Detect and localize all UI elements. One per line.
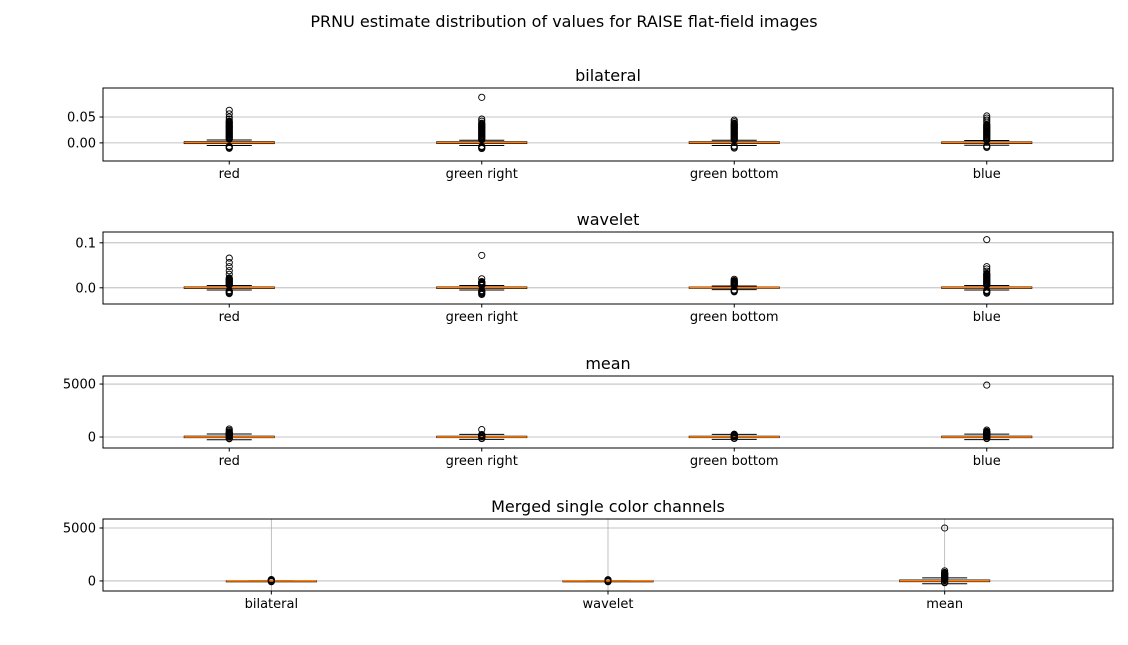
x-category-label: blue — [973, 454, 1001, 469]
flier-point — [730, 142, 738, 150]
flier-point — [225, 113, 233, 121]
y-tick-label: 0 — [88, 430, 96, 445]
figure-title: PRNU estimate distribution of values for… — [310, 12, 817, 31]
flier-point — [478, 142, 486, 150]
flier-point — [983, 426, 991, 434]
axes-frame — [102, 375, 1114, 449]
subplot-1: 0.0 0.1 red green right green bottom blue — [75, 231, 1114, 325]
axes-frame — [102, 518, 1114, 592]
subplot-3: 0 5000 bilateral wavelet mean — [63, 518, 1114, 612]
x-category-label: green bottom — [690, 167, 779, 182]
flier-point — [225, 270, 233, 278]
flier-point — [730, 275, 738, 283]
flier-point — [941, 524, 949, 532]
flier-point — [225, 267, 233, 275]
flier-point — [478, 431, 486, 439]
x-category-label: green right — [446, 310, 518, 325]
flier-point — [983, 116, 991, 124]
x-category-label: red — [219, 167, 240, 182]
flier-point — [225, 274, 233, 282]
flier-point — [983, 265, 991, 273]
x-category-label: green bottom — [690, 454, 779, 469]
flier-point — [478, 119, 486, 127]
axes-frame — [102, 87, 1114, 162]
y-tick-label: 0.05 — [67, 110, 96, 125]
subplot-title-merged: Merged single color channels — [491, 497, 725, 516]
y-tick-label: 0.1 — [75, 236, 96, 251]
subplot-title-bilateral: bilateral — [575, 66, 641, 85]
flier-point — [478, 115, 486, 123]
subplot-title-mean: mean — [585, 354, 630, 373]
flier-point — [225, 142, 233, 150]
flier-point — [225, 106, 233, 114]
flier-point — [267, 576, 275, 584]
flier-point — [225, 115, 233, 123]
flier-point — [983, 112, 991, 120]
subplot-0: 0.00 0.05 red green right green bottom blue — [67, 87, 1114, 182]
flier-point — [730, 116, 738, 124]
x-category-label: red — [219, 310, 240, 325]
y-tick-label: 5000 — [63, 378, 96, 393]
flier-point — [983, 381, 991, 389]
flier-point — [730, 286, 738, 294]
flier-point — [478, 286, 486, 295]
flier-point — [983, 142, 991, 150]
x-category-label: red — [219, 454, 240, 469]
x-category-label: green bottom — [690, 310, 779, 325]
flier-point — [730, 430, 738, 438]
x-category-label: wavelet — [583, 597, 634, 612]
flier-point — [983, 236, 991, 244]
flier-point — [225, 286, 233, 295]
flier-point — [267, 577, 275, 585]
flier-point — [478, 434, 486, 442]
flier-point — [983, 114, 991, 122]
x-category-label: bilateral — [245, 597, 298, 612]
axes-frame — [102, 231, 1114, 305]
subplot-2: 0 5000 red green right green bottom blue — [63, 375, 1114, 469]
flier-point — [983, 434, 991, 442]
flier-point — [478, 426, 486, 434]
flier-point — [225, 110, 233, 118]
x-category-label: green right — [446, 454, 518, 469]
flier-point — [225, 254, 233, 262]
y-tick-label: 0.00 — [67, 136, 96, 151]
flier-point — [225, 263, 233, 271]
flier-point — [983, 263, 991, 271]
flier-point — [941, 567, 949, 575]
flier-point — [225, 259, 233, 267]
flier-point — [478, 277, 486, 286]
flier-point — [730, 434, 738, 442]
flier-point — [478, 93, 486, 101]
x-category-label: blue — [973, 167, 1001, 182]
flier-point — [983, 269, 991, 277]
flier-point — [604, 577, 612, 585]
x-category-label: green right — [446, 167, 518, 182]
flier-point — [941, 578, 949, 586]
flier-point — [983, 267, 991, 275]
y-tick-label: 5000 — [63, 522, 96, 537]
flier-point — [478, 251, 486, 259]
flier-point — [478, 275, 486, 283]
x-category-label: blue — [973, 310, 1001, 325]
subplot-title-wavelet: wavelet — [577, 210, 640, 229]
flier-point — [983, 286, 991, 294]
x-category-label: mean — [926, 597, 963, 612]
y-tick-label: 0 — [88, 574, 96, 589]
flier-point — [225, 117, 233, 125]
y-tick-label: 0.0 — [75, 281, 96, 296]
flier-point — [225, 425, 233, 433]
flier-point — [478, 117, 486, 125]
